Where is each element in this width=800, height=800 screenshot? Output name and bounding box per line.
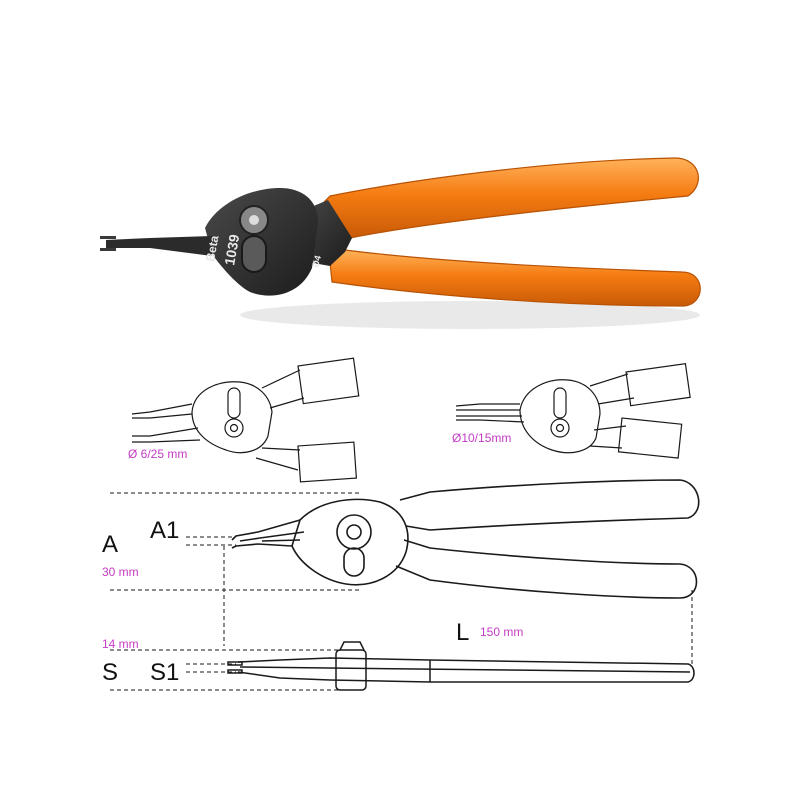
variant-2-lower-grip — [617, 417, 683, 459]
main-pivot-outer — [336, 514, 372, 550]
variant-2-head — [519, 379, 601, 454]
main-upper-jaw — [231, 519, 301, 541]
variant-1-upper-arm — [261, 369, 305, 409]
tip-variant-small — [131, 357, 360, 483]
model-engraving: 1039 — [221, 233, 242, 267]
main-pivot-inner — [346, 524, 362, 540]
main-lower-handle — [395, 539, 698, 599]
brand-engraving: Beta — [203, 234, 221, 262]
lower-handle — [329, 249, 701, 307]
dim-A1-letter: A1 — [150, 517, 179, 544]
size-engraving: Ø4 — [310, 254, 323, 268]
dim-S-letter: S — [102, 659, 118, 686]
variant-1-label: Ø 6/25 mm — [128, 447, 187, 461]
variant-1-upper-grip — [297, 357, 360, 405]
variant-1-pivot — [224, 418, 244, 438]
main-side-view — [227, 641, 695, 691]
dim-S1-letter: S1 — [150, 659, 179, 686]
photo-shadow — [240, 301, 700, 329]
variant-1-slot — [227, 387, 241, 419]
variant-1-head — [191, 381, 273, 454]
pivot-nut-center — [249, 215, 259, 225]
variant-2-upper-arm — [589, 373, 635, 405]
variant-2-label: Ø10/15mm — [452, 431, 511, 445]
lower-tip — [100, 248, 116, 251]
variant-2-lower-jaw — [456, 415, 525, 423]
upper-tip — [100, 236, 116, 239]
main-slot — [343, 547, 365, 577]
variant-2-upper-jaw — [455, 403, 520, 411]
main-jaw-inner — [239, 531, 305, 542]
dim-S-value: 14 mm — [102, 637, 139, 651]
main-head — [291, 498, 409, 586]
dim-A-value: 30 mm — [102, 565, 139, 579]
side-nut — [335, 649, 367, 691]
dim-L-letter: L — [456, 619, 469, 646]
plier-jaws — [106, 236, 212, 256]
variant-2-slot — [553, 387, 567, 419]
variant-2-pivot-ring — [555, 423, 565, 433]
dim-A-letter: A — [102, 531, 118, 558]
tip-variant-large — [455, 362, 691, 459]
variant-1-lower-grip — [297, 441, 358, 483]
variant-2-pivot — [550, 418, 570, 438]
variant-2-upper-grip — [625, 362, 691, 407]
main-lower-jaw — [231, 543, 293, 549]
variant-1-upper-jaw — [131, 403, 193, 419]
main-top-view — [231, 479, 700, 599]
plier-photo: Beta 1039 Ø4 — [100, 157, 701, 329]
side-centerline — [239, 666, 691, 673]
dimension-lines — [110, 492, 693, 691]
side-nut-top — [339, 641, 365, 651]
adjust-slot — [241, 235, 267, 273]
variant-1-lower-jaw — [132, 427, 201, 443]
variant-1-lower-arm — [255, 447, 301, 471]
variant-1-pivot-ring — [229, 423, 239, 433]
dim-L-value: 150 mm — [480, 625, 523, 639]
main-upper-handle — [399, 479, 700, 531]
upper-handle — [317, 157, 699, 239]
